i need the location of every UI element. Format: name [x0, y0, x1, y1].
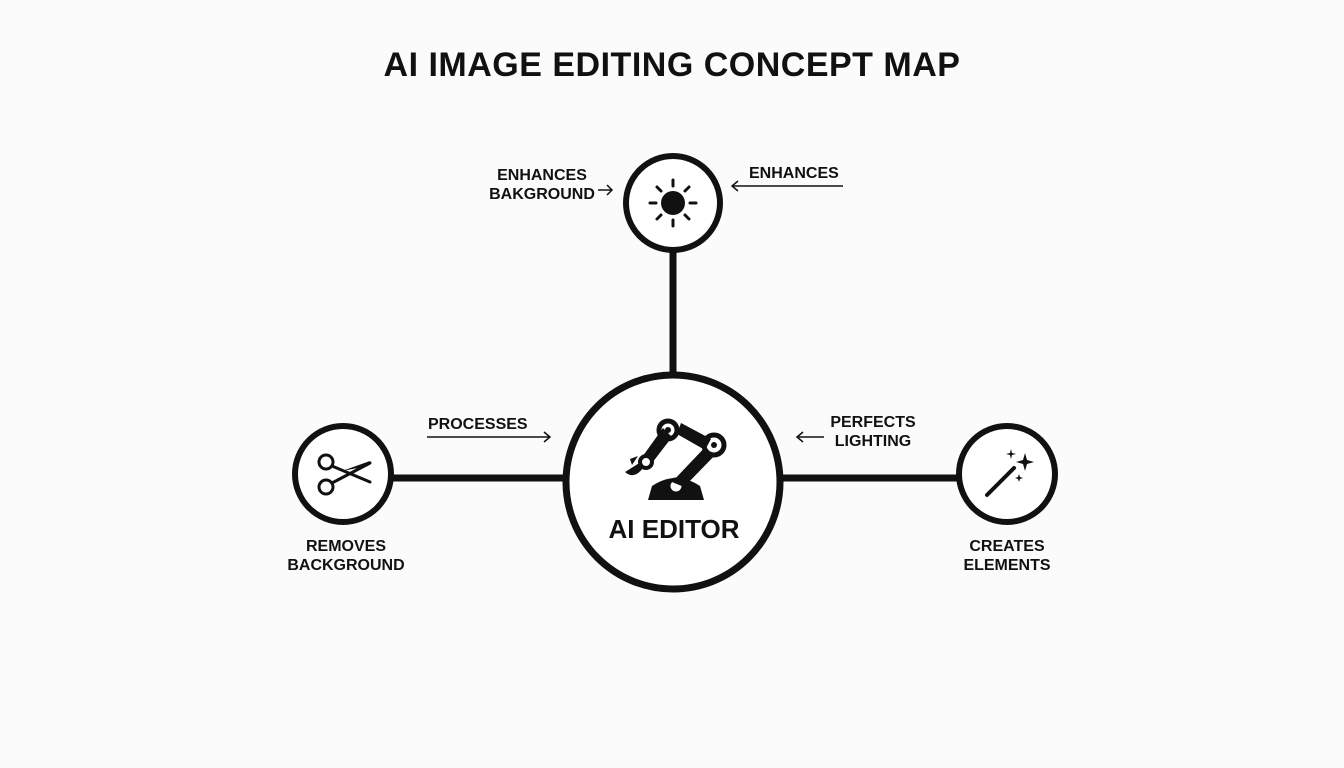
edge-label-right: PERFECTS LIGHTING — [826, 413, 920, 451]
edge-label-right-line2: LIGHTING — [834, 433, 912, 450]
robot-arm-icon — [625, 418, 727, 500]
edge-label-left: PROCESSES — [428, 415, 528, 434]
arrow-top-right — [730, 180, 843, 192]
arrow-left — [427, 431, 552, 443]
sun-icon — [648, 178, 698, 228]
magic-wand-icon — [985, 449, 1034, 497]
right-node-caption-line1: CREATES — [969, 538, 1045, 555]
left-node-caption-line1: REMOVES — [305, 538, 386, 555]
center-node-label: AI EDITOR — [608, 514, 740, 544]
right-node-caption-line2: ELEMENTS — [963, 557, 1051, 574]
edge-label-left-text: PROCESSES — [428, 416, 528, 433]
scissors-icon — [317, 453, 372, 496]
edge-label-right-line1: PERFECTS — [830, 414, 916, 431]
edge-label-top-left-line2: BAKGROUND — [489, 186, 595, 203]
arrow-right — [795, 431, 824, 443]
edge-label-top-left: ENHANCES BAKGROUND — [488, 166, 596, 204]
edge-label-top-right-text: ENHANCES — [749, 165, 839, 182]
left-node-caption-line2: BACKGROUND — [287, 557, 405, 574]
right-node-caption: CREATES ELEMENTS — [955, 537, 1059, 575]
arrow-top-left — [598, 184, 614, 196]
left-node — [292, 423, 394, 525]
edge-label-top-right: ENHANCES — [749, 164, 839, 183]
left-node-caption: REMOVES BACKGROUND — [283, 537, 409, 575]
page-title: AI IMAGE EDITING CONCEPT MAP — [383, 46, 961, 84]
edge-label-top-left-line1: ENHANCES — [497, 167, 587, 184]
